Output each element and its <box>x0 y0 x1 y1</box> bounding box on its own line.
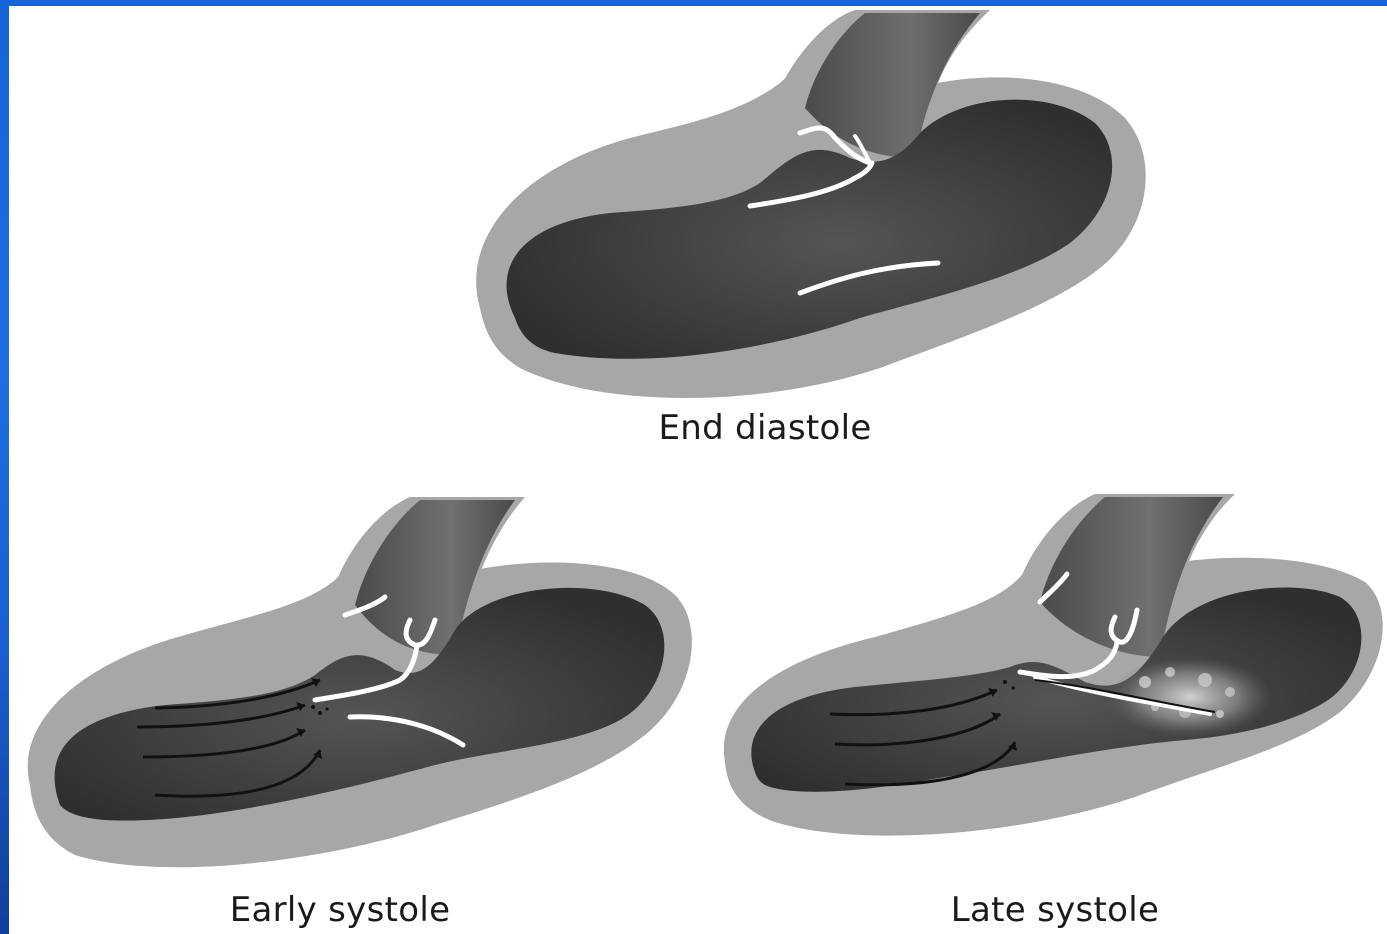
slide-frame-top-bar <box>0 0 1387 6</box>
late-systole-caption: Late systole <box>900 890 1210 930</box>
slide-frame-left-bar <box>0 0 9 934</box>
end-diastole-caption: End diastole <box>620 408 910 448</box>
early-systole-caption: Early systole <box>190 890 490 930</box>
end-diastole-illustration <box>460 8 1160 408</box>
early-systole-illustration <box>15 495 705 885</box>
late-systole-illustration <box>715 492 1387 882</box>
